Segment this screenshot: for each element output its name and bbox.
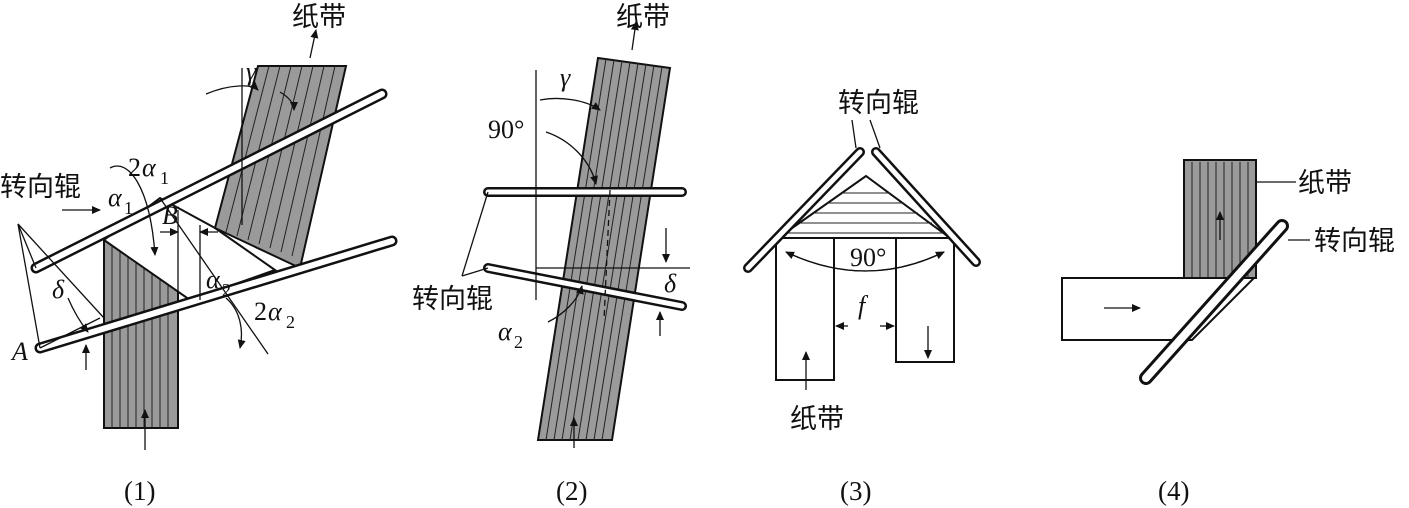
svg-text:1: 1	[124, 198, 133, 218]
svg-text:α: α	[206, 265, 221, 294]
panel3-f-label: f	[858, 291, 869, 320]
panel4-roller	[1139, 219, 1289, 385]
panel1-upper-roller	[30, 88, 388, 274]
svg-text:2: 2	[286, 312, 295, 332]
svg-text:2: 2	[514, 332, 523, 352]
panel1-2alpha2-label: 2 α 2	[254, 297, 295, 332]
panel1-2alpha1-label: 2 α 1	[128, 153, 169, 188]
panel1-gamma-label: γ	[246, 57, 257, 86]
panel2-gamma-label: γ	[560, 63, 571, 92]
panel-3: 转向辊 90° f 纸带 (3)	[743, 88, 981, 506]
svg-text:α: α	[268, 297, 283, 326]
panel2-tape	[536, 56, 672, 441]
panel2-ninety-label: 90°	[488, 115, 524, 144]
panel1-paper-tape-label: 纸带	[292, 2, 346, 33]
svg-text:2: 2	[222, 280, 231, 300]
panel2-alpha2-label: α 2	[498, 317, 523, 352]
panel1-point-a: A	[10, 337, 28, 366]
panel2-turn-roller-label: 转向辊	[412, 284, 493, 315]
panel4-turn-roller-label: 转向辊	[1314, 226, 1395, 257]
panel4-horizontal-tape	[1061, 277, 1257, 341]
panel3-turn-roller-label: 转向辊	[838, 88, 919, 119]
panel2-lower-roller	[483, 263, 687, 311]
panel3-triangle-fold	[774, 174, 954, 239]
svg-text:α: α	[108, 183, 123, 212]
svg-text:α: α	[498, 317, 513, 346]
panel3-right-roller	[871, 147, 981, 267]
panel1-delta-label: δ	[52, 275, 65, 304]
panel3-ninety-label: 90°	[850, 243, 886, 272]
panel3-right-tape	[895, 237, 955, 363]
panel2-paper-tape-label: 纸带	[616, 2, 670, 33]
panel1-alpha2-label: α 2	[206, 265, 231, 300]
panel1-alpha1-label: α 1	[108, 183, 133, 218]
panel3-left-roller	[743, 147, 865, 273]
panel-2: 纸带 γ 90° 转向辊 δ α 2 (2)	[412, 2, 690, 506]
panel1-turn-roller-label: 转向辊	[0, 172, 81, 203]
panel1-lower-roller	[34, 235, 398, 354]
panel1-point-b: B	[162, 201, 178, 230]
svg-text:2: 2	[254, 297, 267, 326]
svg-text:1: 1	[160, 168, 169, 188]
svg-text:α: α	[142, 153, 157, 182]
panel3-paper-tape-label: 纸带	[790, 404, 844, 435]
panel2-delta-label: δ	[664, 269, 677, 298]
panel2-caption: (2)	[556, 476, 587, 506]
panel1-caption: (1)	[124, 476, 155, 506]
panel4-caption: (4)	[1158, 476, 1189, 506]
panel4-paper-tape-label: 纸带	[1298, 168, 1352, 199]
panel-1: 纸带 转向辊 γ 2 α 1 α 1 B α 2 2 α 2 δ A (1)	[0, 2, 398, 506]
panel-4: 纸带 转向辊 (4)	[1061, 159, 1395, 506]
svg-text:2: 2	[128, 153, 141, 182]
panel3-caption: (3)	[840, 476, 871, 506]
